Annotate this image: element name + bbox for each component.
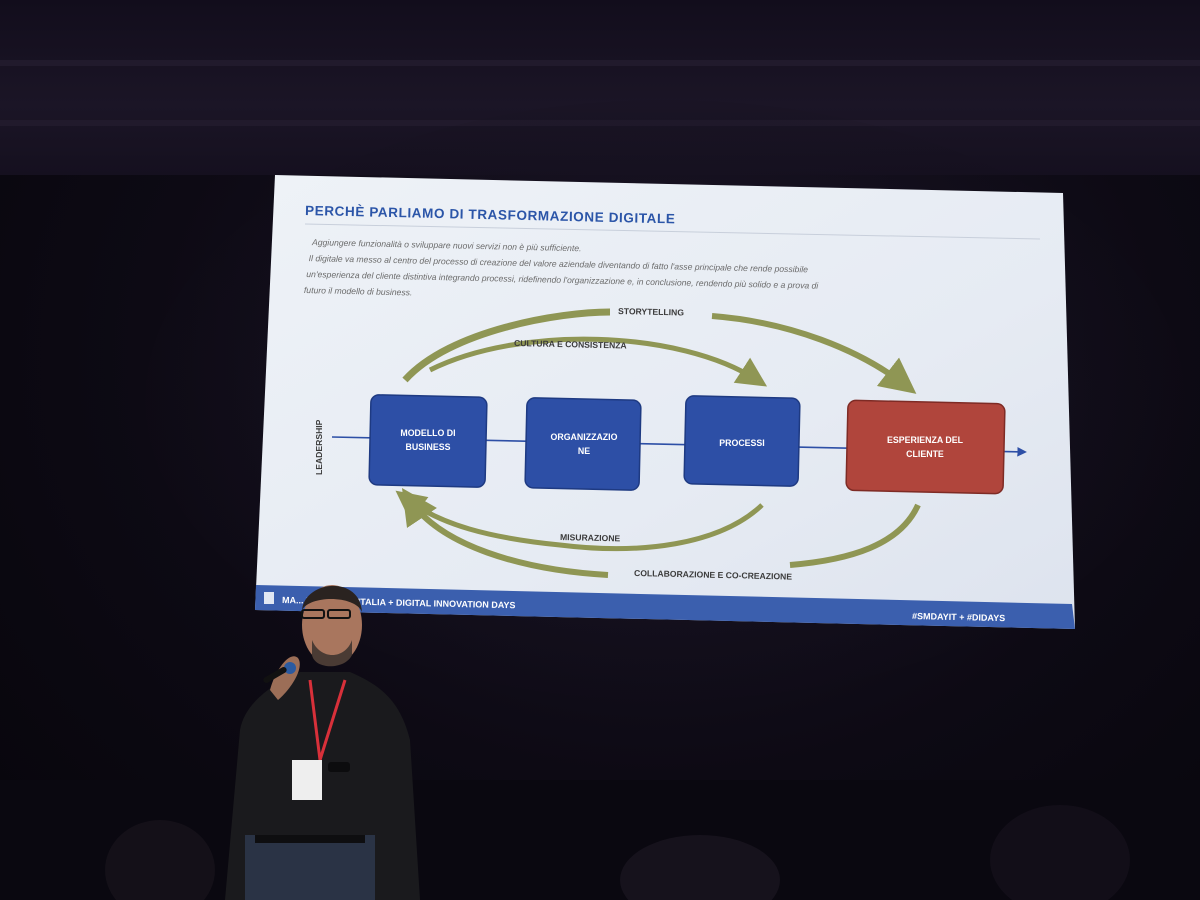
box-esperienza-line1: ESPERIENZA DEL: [887, 435, 964, 445]
name-badge: [292, 760, 322, 800]
glasses-left: [301, 609, 325, 619]
misurazione-arc: [395, 490, 764, 552]
box-organizzazione-line2: NE: [578, 446, 590, 456]
label-misurazione: MISURAZIONE: [560, 532, 621, 543]
label-leadership: LEADERSHIP: [314, 419, 324, 475]
label-storytelling: STORYTELLING: [618, 306, 684, 317]
box-processi-label: PROCESSI: [719, 438, 764, 448]
slide-footer-bar: [255, 585, 1075, 629]
microphone-icon: [284, 662, 296, 674]
presenter-beard: [312, 640, 352, 667]
box-organizzazione: ORGANIZZAZIO NE: [524, 397, 642, 491]
box-modello-line1: MODELLO DI: [400, 428, 455, 438]
box-modello-shape: [368, 394, 488, 488]
box-organizzazione-shape: [524, 397, 642, 491]
box-esperienza-line2: CLIENTE: [906, 449, 944, 459]
box-processi-shape: [683, 395, 801, 487]
box-esperienza-cliente: ESPERIENZA DEL CLIENTE: [845, 399, 1006, 495]
storytelling-arc-right: [711, 313, 917, 394]
microphone-handle: [263, 667, 287, 683]
box-organizzazione-line1: ORGANIZZAZIO: [551, 432, 618, 442]
audience-head: [990, 805, 1130, 900]
storytelling-arc-left: [402, 308, 611, 383]
collaborazione-arc-left: [402, 488, 609, 578]
label-collaborazione: COLLABORAZIONE E CO-CREAZIONE: [634, 568, 792, 582]
ceiling-beam: [0, 60, 1200, 66]
body-line-4: futuro il modello di business.: [304, 285, 413, 297]
presenter-hair: [302, 585, 362, 612]
box-modello-business: MODELLO DI BUSINESS: [368, 394, 488, 488]
box-esperienza-shape: [845, 399, 1006, 495]
label-cultura: CULTURA E CONSISTENZA: [514, 338, 627, 351]
cultura-arc: [428, 336, 768, 387]
footer-logo-icon: [264, 592, 274, 604]
box-modello-line2: BUSINESS: [406, 442, 451, 452]
title-divider: [304, 223, 1041, 240]
box-processi: PROCESSI: [683, 395, 801, 487]
audience-head: [105, 820, 215, 900]
presenter-belt: [255, 835, 365, 843]
audience-head: [620, 835, 780, 900]
presenter-face: [302, 585, 362, 665]
projection-screen: PERCHÈ PARLIAMO DI TRASFORMAZIONE DIGITA…: [255, 175, 1075, 629]
collaborazione-arc-right: [789, 503, 921, 568]
presenter-jeans: [245, 835, 375, 900]
slide-background: [255, 175, 1075, 629]
footer-hashtags: #SMDAYIT + #DIDAYS: [912, 611, 1005, 623]
clicker-remote: [328, 762, 350, 772]
glasses-right: [327, 609, 351, 619]
presenter: [225, 585, 420, 900]
